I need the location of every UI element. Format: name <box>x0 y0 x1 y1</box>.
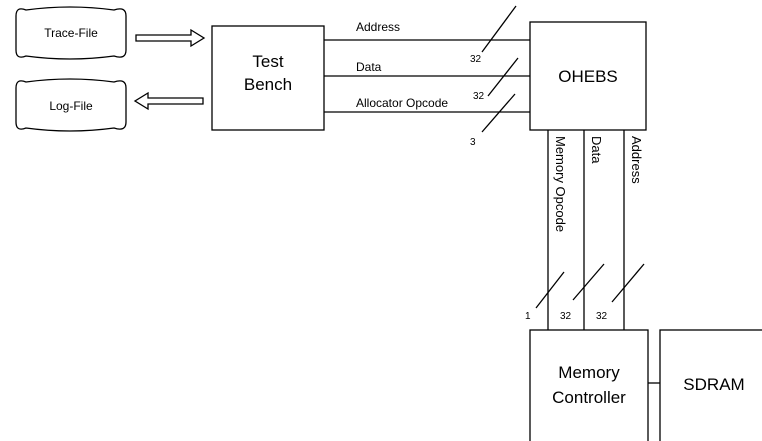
memory-controller-label-line1: Memory <box>558 363 620 382</box>
bus-data-v-width: 32 <box>560 311 572 322</box>
ohebs-label: OHEBS <box>558 67 618 86</box>
trace-file-shape <box>15 6 127 60</box>
log-file-node: Log-File <box>15 78 127 132</box>
test-bench-rect <box>211 25 325 131</box>
test-bench-label-line2: Bench <box>244 75 292 94</box>
bus-data-h: Data 32 <box>324 57 530 102</box>
bus-data-v: Data 32 <box>560 130 605 330</box>
bus-allocator-opcode-h-label: Allocator Opcode <box>356 96 448 110</box>
bus-memory-opcode-v: Memory Opcode 1 <box>525 130 568 330</box>
bus-address-h-width: 32 <box>470 54 482 65</box>
bus-address-v: Address 32 <box>596 130 645 330</box>
log-file-label: Log-File <box>49 99 93 113</box>
bus-data-h-label: Data <box>356 60 382 74</box>
test-bench-label-line1: Test <box>252 52 283 71</box>
bus-memory-opcode-v-slash <box>535 271 565 309</box>
trace-to-testbench-arrow <box>135 28 206 48</box>
bus-address-h-label: Address <box>356 20 400 34</box>
log-file-shape <box>15 78 127 132</box>
bus-allocator-opcode-h: Allocator Opcode 3 <box>324 93 530 148</box>
bus-memory-opcode-v-width: 1 <box>525 311 531 322</box>
bus-address-v-width: 32 <box>596 311 608 322</box>
testbench-to-log-arrow <box>133 91 204 111</box>
memory-controller-label-line2: Controller <box>552 388 626 407</box>
bus-memory-opcode-v-label: Memory Opcode <box>553 136 568 232</box>
sdram-block: SDRAM <box>659 329 762 441</box>
bus-data-h-slash <box>487 57 519 97</box>
bus-data-v-slash <box>572 263 605 301</box>
bus-address-v-label: Address <box>629 136 644 184</box>
trace-file-node: Trace-File <box>15 6 127 60</box>
bus-allocator-opcode-h-width: 3 <box>470 137 476 148</box>
test-bench-block: Test Bench <box>211 25 325 131</box>
bus-data-h-width: 32 <box>473 91 485 102</box>
bus-allocator-opcode-h-slash <box>481 93 516 133</box>
bus-address-h-slash <box>481 5 517 53</box>
bus-address-h: Address 32 <box>324 5 530 65</box>
memory-controller-rect <box>529 329 649 441</box>
bus-address-v-slash <box>611 263 645 303</box>
sdram-label: SDRAM <box>683 375 744 394</box>
ohebs-rect <box>529 21 647 131</box>
memory-controller-block: Memory Controller <box>529 329 649 441</box>
bus-data-v-label: Data <box>589 136 604 164</box>
trace-file-label: Trace-File <box>44 26 98 40</box>
sdram-rect <box>659 329 762 441</box>
ohebs-block: OHEBS <box>529 21 647 131</box>
